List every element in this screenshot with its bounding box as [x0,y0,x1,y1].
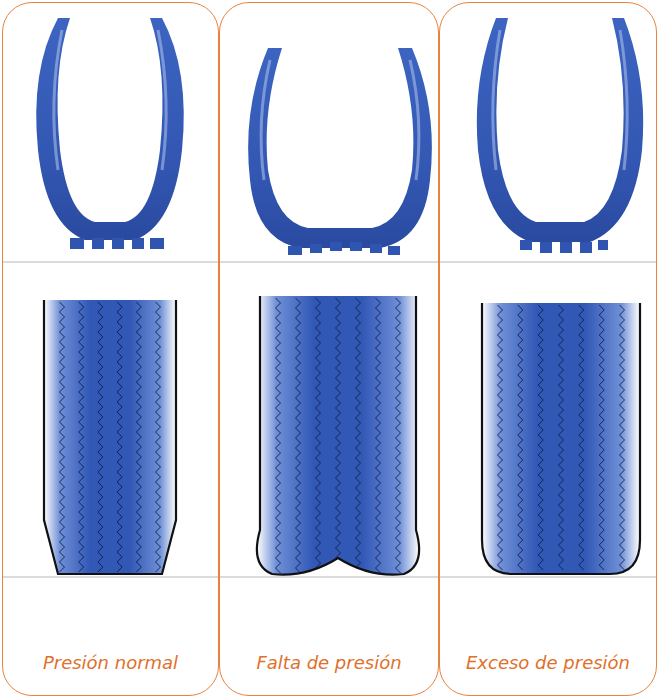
tread-groove [60,302,65,572]
panel-box: Presión normal [2,2,219,696]
tread-groove [296,298,301,573]
tread-groove [579,305,584,570]
tire-section [248,48,432,255]
tread-groove [336,298,341,573]
tread-groove [356,298,361,573]
tread-groove [498,305,503,570]
tread-groove [276,298,281,573]
pressure-label: Exceso de presión [440,652,656,673]
tread-groove [98,302,103,572]
tire-footprint [482,303,640,574]
tread-groove [117,302,122,572]
tire-section [477,18,643,253]
panel-box: Exceso de presión [439,2,657,696]
tread-groove [156,302,161,572]
tread-groove [518,305,523,570]
tread-groove [620,305,625,570]
tire-footprint [257,296,419,575]
tread-groove [538,305,543,570]
pressure-label: Presión normal [3,652,218,673]
panel-box: Falta de presión [219,2,439,696]
tread-groove [559,305,564,570]
tread-groove [599,305,604,570]
tread-groove [136,302,141,572]
tread-groove [396,298,401,573]
tread-groove [376,298,381,573]
ground-line [2,261,657,262]
tread-groove [79,302,84,572]
pressure-label: Falta de presión [220,652,438,673]
tire-section [36,18,184,249]
tread-groove [316,298,321,573]
tire-footprint [44,300,176,574]
ground-line [2,576,657,577]
